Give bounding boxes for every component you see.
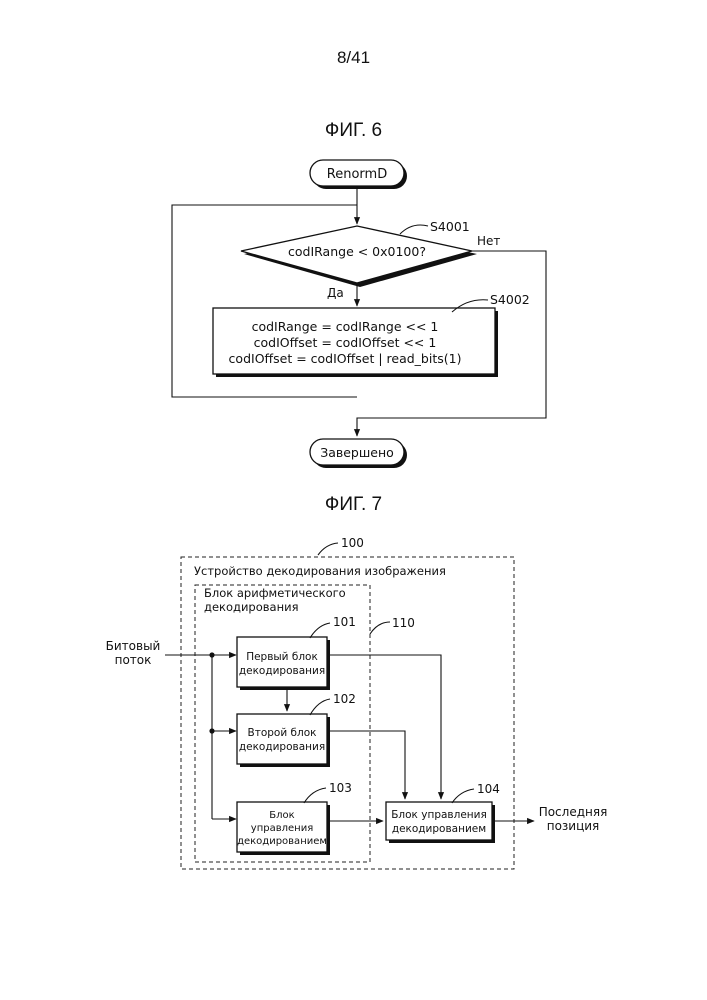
decision-diamond: codIRange < 0x0100? xyxy=(241,226,477,287)
process-block: codIRange = codIRange << 1 codIOffset = … xyxy=(213,308,498,377)
process-line-1: codIRange = codIRange << 1 xyxy=(252,319,439,334)
device-label: Устройство декодирования изображения xyxy=(194,564,446,578)
block-103: Блок управления декодированием xyxy=(237,802,330,855)
output-label-line-1: Последняя xyxy=(539,805,608,819)
ref-101: 101 xyxy=(333,615,356,629)
junction-dot-1 xyxy=(209,652,214,657)
fig6-flowchart: RenormD codIRange < 0x0100? S4001 Нет Да… xyxy=(172,160,546,468)
s4001-leader-line xyxy=(400,225,428,234)
block-101-label-2: декодирования xyxy=(239,665,325,677)
block-104: Блок управления декодированием xyxy=(386,802,495,843)
input-label-line-1: Битовый xyxy=(106,639,161,653)
ref-110: 110 xyxy=(392,616,415,630)
arith-label-line-2: декодирования xyxy=(204,600,299,614)
no-label: Нет xyxy=(477,234,500,248)
ref-100: 100 xyxy=(341,536,364,550)
arith-label-line-1: Блок арифметического xyxy=(204,586,346,600)
block-102-label-2: декодирования xyxy=(239,741,325,753)
ref-103-leader xyxy=(304,788,326,803)
ref-104: 104 xyxy=(477,782,500,796)
block-101-label-1: Первый блок xyxy=(246,651,318,663)
block-102: Второй блок декодирования xyxy=(237,714,330,767)
process-line-2: codIOffset = codIOffset << 1 xyxy=(254,335,437,350)
block-103-label-1: Блок xyxy=(269,810,294,821)
block-104-label-2: декодированием xyxy=(392,823,486,835)
block-102-label-1: Второй блок xyxy=(248,727,317,739)
end-terminal: Завершено xyxy=(310,439,407,468)
step-ref-s4001: S4001 xyxy=(430,219,470,234)
block-103-label-3: декодированием xyxy=(237,836,327,847)
block-103-label-2: управления xyxy=(251,823,313,834)
ref-103: 103 xyxy=(329,781,352,795)
ref-102: 102 xyxy=(333,692,356,706)
condition-text: codIRange < 0x0100? xyxy=(288,244,426,259)
input-label-line-2: поток xyxy=(115,653,152,667)
fig7-block-diagram: Устройство декодирования изображения 100… xyxy=(106,536,608,869)
yes-label: Да xyxy=(327,286,344,300)
block-104-label-1: Блок управления xyxy=(391,809,487,821)
ref-101-leader xyxy=(310,623,330,638)
ref-102-leader xyxy=(310,699,330,715)
start-label: RenormD xyxy=(327,167,387,182)
block-101: Первый блок декодирования xyxy=(237,637,330,690)
output-label-line-2: позиция xyxy=(547,819,600,833)
start-terminal: RenormD xyxy=(310,160,407,189)
ref-110-leader xyxy=(370,622,390,634)
ref-104-leader xyxy=(452,789,474,803)
process-line-3: codIOffset = codIOffset | read_bits(1) xyxy=(229,351,462,366)
end-label: Завершено xyxy=(320,445,394,460)
ref-100-leader xyxy=(318,543,338,555)
step-ref-s4002: S4002 xyxy=(490,292,530,307)
arrow-101-to-104 xyxy=(327,655,441,799)
